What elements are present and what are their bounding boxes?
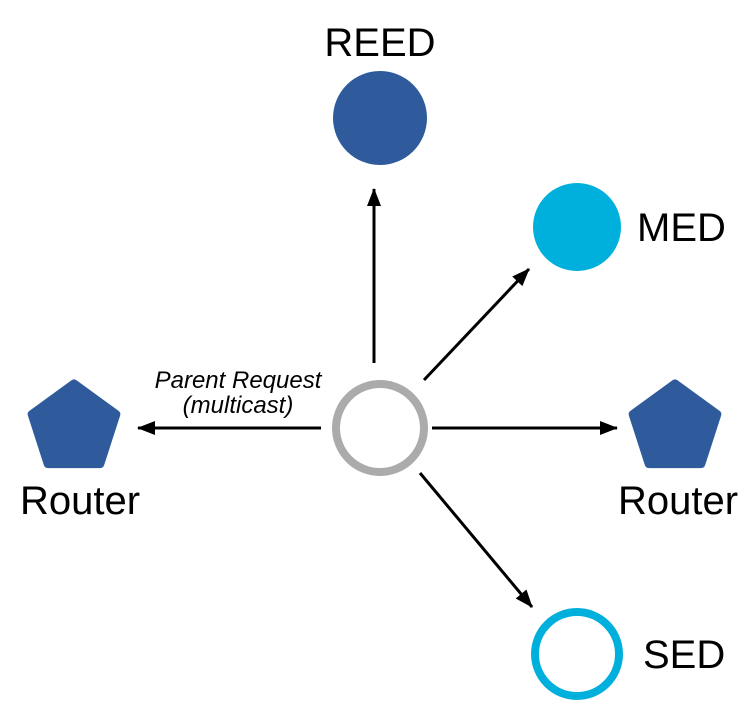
parent-request-annotation-line1: Parent Request (155, 367, 323, 394)
sed-node-icon (531, 608, 623, 700)
router-left-node-icon (27, 379, 121, 469)
med-node-icon (533, 183, 621, 271)
med-label: MED (637, 206, 726, 250)
router-right-label: Router (618, 479, 738, 523)
router-right-node-icon (628, 379, 722, 469)
reed-node-icon (333, 71, 427, 165)
arrow-to-med (422, 267, 531, 382)
router-left-label: Router (20, 479, 140, 523)
reed-label: REED (324, 21, 435, 65)
parent-request-annotation-line2: (multicast) (183, 392, 294, 419)
center-node-icon (332, 380, 428, 476)
arrow-to-sed (418, 472, 534, 608)
sed-label: SED (643, 633, 725, 677)
